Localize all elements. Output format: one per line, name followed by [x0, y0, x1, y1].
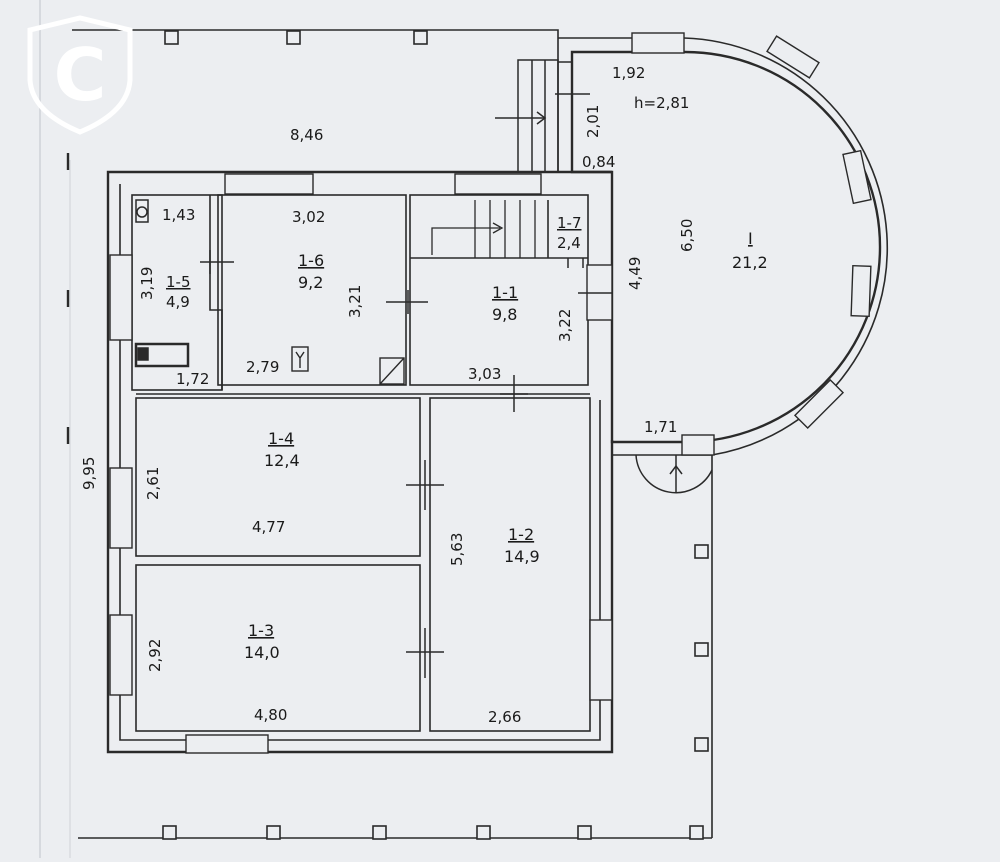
logo-letter: C — [54, 33, 107, 117]
house-outer-wall — [106, 170, 614, 754]
outer-height-label: 9,95 — [80, 457, 98, 490]
interior-walls — [131, 194, 591, 732]
site-boundary — [72, 29, 559, 172]
exterior-stairs — [495, 59, 573, 173]
room-1-1-id: 1-1 — [492, 283, 518, 302]
terrace-arc-windows — [681, 35, 872, 456]
room-1-6-id: 1-6 — [298, 251, 324, 270]
room-1-1-dim-a: 3,22 — [556, 309, 574, 342]
terrace-area: 21,2 — [732, 253, 768, 272]
room-1-4-id: 1-4 — [268, 429, 294, 448]
terrace-width-top: 1,92 — [612, 64, 645, 82]
room-1-4-dim-b: 4,77 — [252, 518, 285, 536]
outer-length-label: 8,46 — [290, 126, 323, 144]
terrace-outline — [570, 32, 889, 456]
room-1-4-dim-a: 2,61 — [144, 467, 162, 500]
fence-posts — [162, 30, 709, 840]
bathroom-fixtures — [134, 199, 190, 368]
stairs — [431, 200, 536, 258]
boiler-icon — [291, 346, 309, 372]
room-1-2-area: 14,9 — [504, 547, 540, 566]
room-1-1-area: 9,8 — [492, 305, 517, 324]
room-1-5-dim-c: 1,72 — [176, 370, 209, 388]
room-1-2-id: 1-2 — [508, 525, 534, 544]
room-1-5-area: 4,9 — [166, 293, 190, 311]
house-inner-wall — [119, 184, 601, 741]
room-1-6-dim-c: 2,79 — [246, 358, 279, 376]
room-1-4-area: 12,4 — [264, 451, 300, 470]
terrace-height-label: h=2,81 — [634, 94, 689, 112]
room-1-2-dim-a: 5,63 — [448, 533, 466, 566]
terrace-id: I — [748, 229, 753, 248]
terrace-small-dim: 0,84 — [582, 153, 615, 171]
room-1-5-dim-b: 3,19 — [138, 267, 156, 300]
terrace-length-dim: 6,50 — [678, 219, 696, 252]
terrace-stair-dim: 2,01 — [584, 105, 602, 138]
room-1-3-area: 14,0 — [244, 643, 280, 662]
room-1-5-dim-a: 1,43 — [162, 206, 195, 224]
room-1-5-id: 1-5 — [166, 273, 191, 291]
room-1-3-dim-b: 4,80 — [254, 706, 287, 724]
room-1-3-dim-a: 2,92 — [146, 639, 164, 672]
cabinet-icon — [379, 357, 405, 385]
room-1-6-dim-a: 3,02 — [292, 208, 325, 226]
room-1-7-area: 2,4 — [557, 234, 581, 252]
terrace-bottom-dim: 1,71 — [644, 418, 677, 436]
room-1-1-dim-b: 3,03 — [468, 365, 501, 383]
room-1-6-area: 9,2 — [298, 273, 323, 292]
terrace-side-dim: 4,49 — [626, 257, 644, 290]
room-1-7-id: 1-7 — [557, 214, 582, 232]
brand-logo: C — [27, 15, 133, 135]
terrace-door — [635, 454, 713, 494]
house-windows — [109, 173, 613, 754]
room-1-2-dim-b: 2,66 — [488, 708, 521, 726]
room-1-3-id: 1-3 — [248, 621, 274, 640]
door-ticks — [200, 93, 612, 678]
room-1-6-dim-b: 3,21 — [346, 285, 364, 318]
